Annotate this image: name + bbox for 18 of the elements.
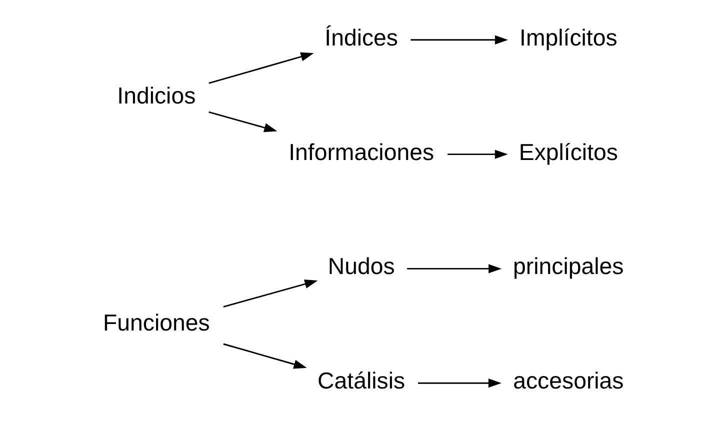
- node-text: Explícitos: [518, 138, 618, 165]
- arrow: [418, 378, 501, 388]
- arrow: [208, 52, 314, 84]
- arrow: [447, 150, 508, 159]
- arrow: [208, 111, 277, 132]
- node-text: Funciones: [102, 310, 210, 336]
- arrow: [222, 343, 306, 369]
- node-text: Nudos: [327, 253, 394, 280]
- arrow: [406, 264, 502, 274]
- node-text: Indicios: [116, 82, 196, 108]
- node-text: principales: [512, 253, 624, 280]
- arrow: [410, 35, 508, 44]
- node-text: Implícitos: [519, 24, 617, 50]
- node-text: Catálisis: [317, 368, 405, 394]
- node-text: Índices: [324, 24, 398, 50]
- arrow: [222, 280, 318, 308]
- node-text: Informaciones: [288, 138, 434, 165]
- node-text: accesorias: [512, 368, 624, 394]
